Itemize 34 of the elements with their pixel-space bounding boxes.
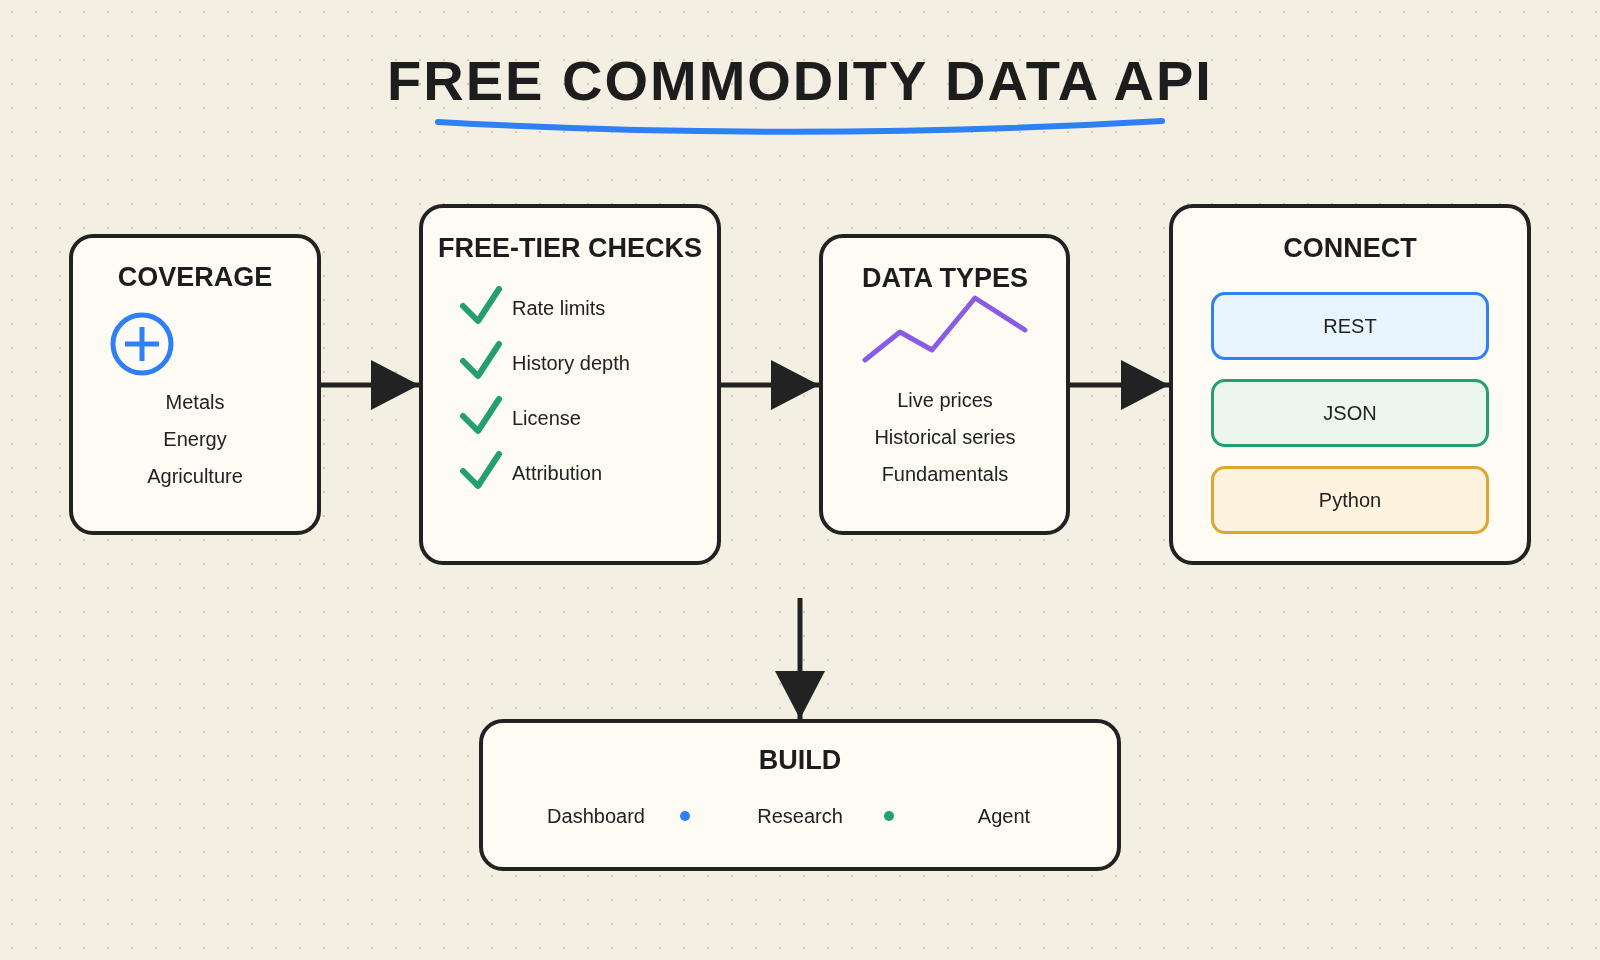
arrow bbox=[321, 360, 419, 410]
card-title: FREE-TIER CHECKS bbox=[438, 232, 702, 264]
item-label: Fundamentals bbox=[881, 462, 1009, 486]
item-label: History depth bbox=[512, 351, 630, 375]
item-label: Agent bbox=[977, 804, 1031, 828]
item-label: Rate limits bbox=[512, 296, 606, 320]
item-label: License bbox=[512, 406, 581, 430]
format-label: Python bbox=[1318, 488, 1382, 512]
item-label: Energy bbox=[163, 427, 227, 451]
format-box bbox=[1211, 379, 1489, 447]
step-card bbox=[69, 234, 321, 535]
card-title: DATA TYPES bbox=[862, 262, 1028, 294]
item-label: Historical series bbox=[874, 425, 1016, 449]
step-card bbox=[419, 204, 721, 565]
card-title: BUILD bbox=[758, 744, 842, 776]
card-title: CONNECT bbox=[1283, 232, 1417, 264]
step-card bbox=[1169, 204, 1531, 565]
format-label: REST bbox=[1323, 314, 1377, 338]
item-label: Dashboard bbox=[547, 804, 645, 828]
arrow bbox=[721, 360, 819, 410]
format-box bbox=[1211, 466, 1489, 534]
item-label: Agriculture bbox=[147, 464, 243, 488]
item-label: Research bbox=[757, 804, 843, 828]
format-label: JSON bbox=[1323, 401, 1377, 425]
title: FREE COMMODITY DATA API bbox=[387, 47, 1213, 113]
arrow bbox=[1070, 360, 1169, 410]
item-label: Live prices bbox=[897, 388, 993, 412]
step-card bbox=[819, 234, 1070, 535]
format-box bbox=[1211, 292, 1489, 360]
arrow bbox=[775, 598, 825, 719]
step-card bbox=[479, 719, 1121, 871]
card-title: COVERAGE bbox=[117, 261, 273, 293]
item-label: Metals bbox=[165, 390, 225, 414]
item-label: Attribution bbox=[512, 461, 603, 485]
